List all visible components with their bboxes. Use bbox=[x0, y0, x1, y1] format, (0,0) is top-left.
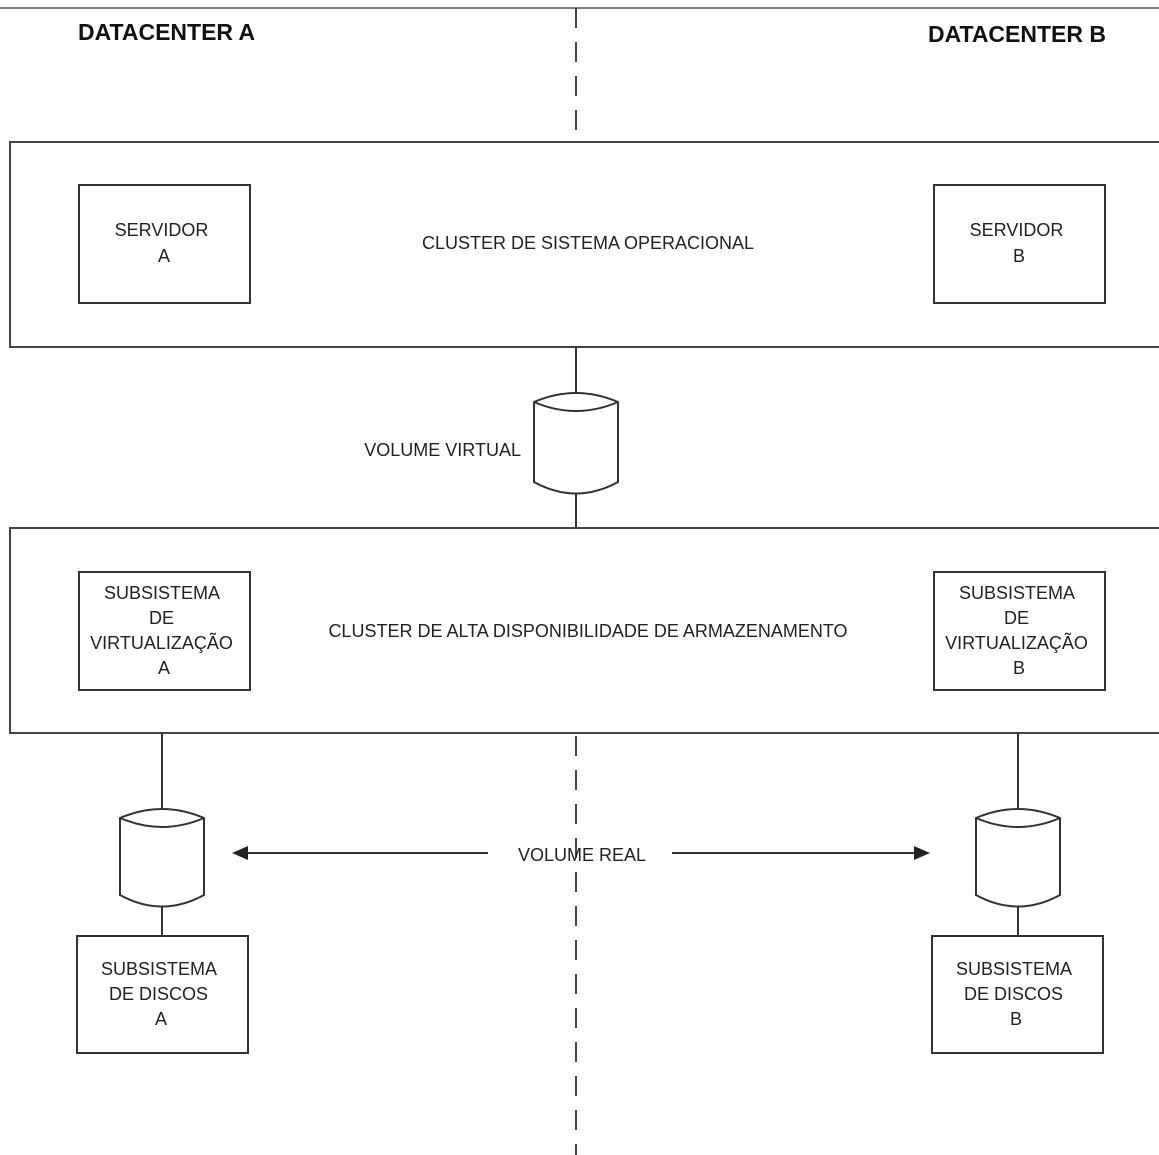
svg-text:SUBSISTEMA DE DISCOS: SUBSISTEMA DE DISCOS B bbox=[956, 959, 1076, 1029]
virt-b-line-1: SUBSISTEMA bbox=[959, 583, 1075, 603]
disk-subsystem-a: SUBSISTEMA DE DISCOS A bbox=[76, 935, 249, 1054]
svg-text:SUBSISTEMA DE: SUBSISTEMA DE VIRTUALIZAÇÃO B bbox=[945, 583, 1093, 678]
real-volume-a-cylinder-icon bbox=[119, 808, 205, 908]
svg-text:SERVIDOR A: SERVIDOR A bbox=[115, 220, 214, 266]
server-a-line-2: A bbox=[158, 246, 170, 266]
real-volume-b-cylinder-icon bbox=[975, 808, 1061, 908]
disks-a-line-2: DE DISCOS bbox=[109, 984, 208, 1004]
real-volume-arrow-left-head bbox=[232, 846, 248, 860]
datacenter-b-title: DATACENTER B bbox=[928, 21, 1106, 47]
server-a: SERVIDOR A bbox=[78, 184, 251, 304]
disks-b-line-1: SUBSISTEMA bbox=[956, 959, 1072, 979]
real-volume-arrow-right-head bbox=[914, 846, 930, 860]
virtualization-subsystem-b: SUBSISTEMA DE VIRTUALIZAÇÃO B bbox=[933, 571, 1106, 691]
virt-b-line-4: B bbox=[1013, 658, 1025, 678]
storage-cluster: CLUSTER DE ALTA DISPONIBILIDADE DE ARMAZ… bbox=[9, 527, 1159, 734]
disks-a-line-3: A bbox=[155, 1009, 167, 1029]
svg-text:SUBSISTEMA DE DISCOS: SUBSISTEMA DE DISCOS A bbox=[101, 959, 221, 1029]
storage-cluster-label: CLUSTER DE ALTA DISPONIBILIDADE DE ARMAZ… bbox=[328, 621, 847, 641]
virt-a-line-1: SUBSISTEMA bbox=[104, 583, 220, 603]
virtual-volume-cylinder-icon bbox=[533, 392, 619, 495]
svg-text:SUBSISTEMA DE: SUBSISTEMA DE VIRTUALIZAÇÃO A bbox=[90, 583, 238, 678]
virtualization-subsystem-a: SUBSISTEMA DE VIRTUALIZAÇÃO A bbox=[78, 571, 251, 691]
disks-b-line-3: B bbox=[1010, 1009, 1022, 1029]
virt-b-line-3: VIRTUALIZAÇÃO bbox=[945, 632, 1088, 653]
real-volume-label: VOLUME REAL bbox=[518, 845, 646, 865]
os-cluster: CLUSTER DE SISTEMA OPERACIONAL SERVIDOR … bbox=[9, 141, 1159, 348]
server-b: SERVIDOR B bbox=[933, 184, 1106, 304]
server-b-line-2: B bbox=[1013, 246, 1025, 266]
disks-b-line-2: DE DISCOS bbox=[964, 984, 1063, 1004]
virt-a-line-3: VIRTUALIZAÇÃO bbox=[90, 632, 233, 653]
virt-b-line-2: DE bbox=[1004, 608, 1029, 628]
svg-text:SERVIDOR B: SERVIDOR B bbox=[970, 220, 1069, 266]
datacenter-a-title: DATACENTER A bbox=[78, 19, 255, 45]
os-cluster-label: CLUSTER DE SISTEMA OPERACIONAL bbox=[422, 233, 754, 253]
virtual-volume-label: VOLUME VIRTUAL bbox=[364, 440, 521, 460]
server-b-line-1: SERVIDOR bbox=[970, 220, 1064, 240]
disk-subsystem-b: SUBSISTEMA DE DISCOS B bbox=[931, 935, 1104, 1054]
disks-a-line-1: SUBSISTEMA bbox=[101, 959, 217, 979]
virt-a-line-4: A bbox=[158, 658, 170, 678]
server-a-line-1: SERVIDOR bbox=[115, 220, 209, 240]
virt-a-line-2: DE bbox=[149, 608, 174, 628]
